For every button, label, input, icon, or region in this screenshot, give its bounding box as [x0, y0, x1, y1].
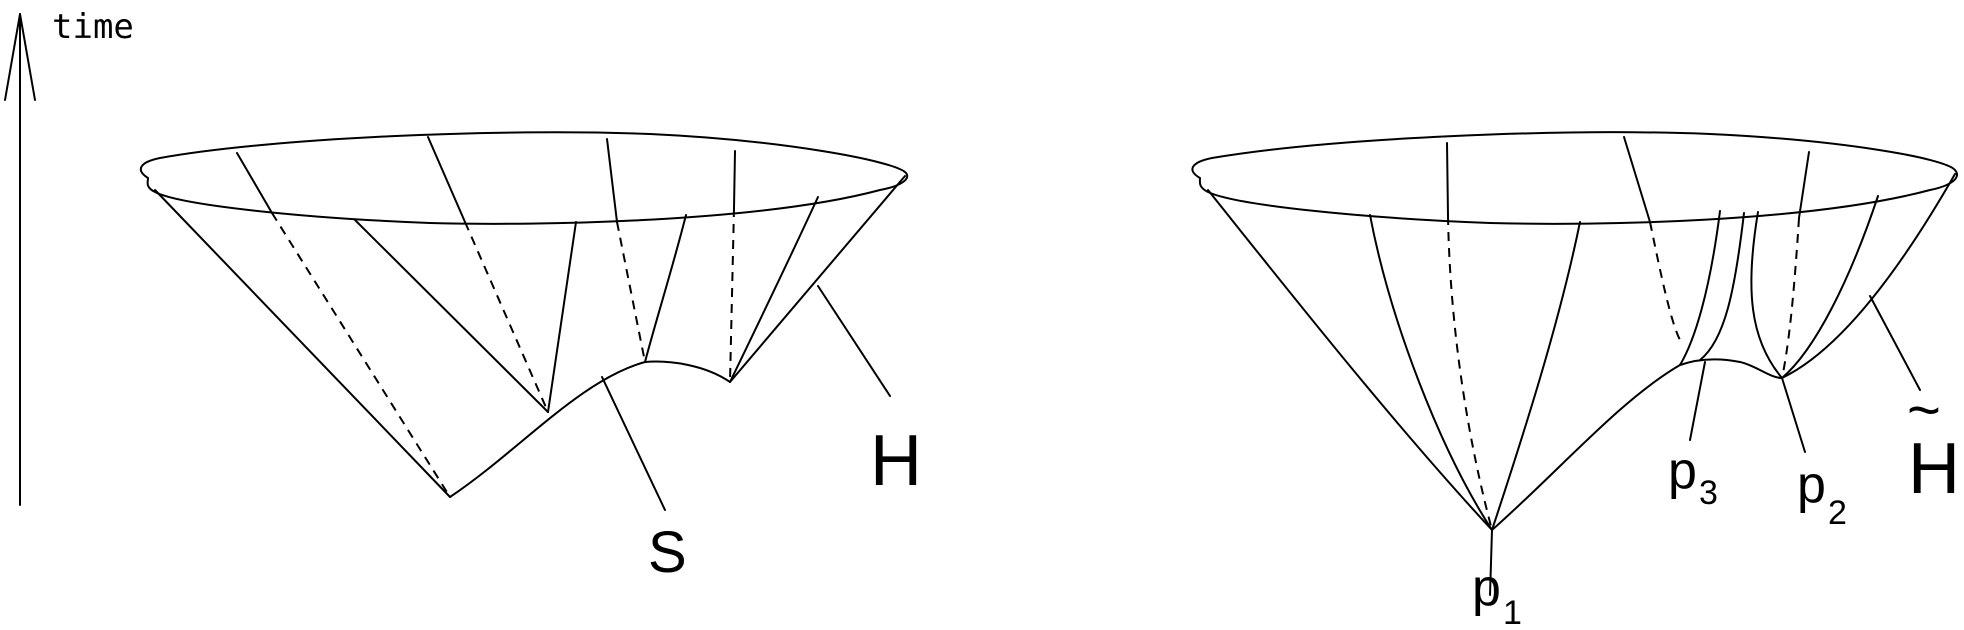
- right-generator-back: [1623, 136, 1651, 223]
- time-axis-arrowhead: [4, 13, 36, 101]
- left-generator-back: [236, 152, 273, 214]
- right-p2-label: p: [1797, 456, 1826, 514]
- right-generator-front: [1679, 210, 1721, 366]
- right-generator-front: [1750, 211, 1783, 379]
- right-silhouette-left: [1207, 189, 1493, 531]
- left-generator-back: [733, 150, 736, 209]
- right-generator-front: [1491, 221, 1581, 531]
- left-hidden-generator: [729, 207, 735, 383]
- right-silhouette-right: [1781, 173, 1956, 379]
- right-surface: [1191, 131, 1958, 596]
- left-generator-front: [547, 221, 577, 413]
- left-surface: [139, 131, 909, 511]
- right-hidden-generator: [1649, 221, 1681, 341]
- right-generator-back: [1446, 142, 1449, 217]
- right-p3-label: p: [1668, 442, 1697, 500]
- left-generator-front: [354, 219, 549, 413]
- right-p1-label: p: [1472, 559, 1501, 617]
- right-p2-leader-line: [1781, 377, 1806, 453]
- time-axis-label: time: [52, 7, 134, 47]
- right-p3-leader-line: [1689, 361, 1706, 441]
- left-bottom-curve: [449, 360, 731, 498]
- time-axis: time: [4, 7, 134, 506]
- right-generator-front: [1781, 195, 1879, 379]
- right-generator-front: [1699, 212, 1745, 361]
- right-generator-front: [1369, 214, 1493, 531]
- left-hidden-generator: [271, 212, 451, 498]
- right-p1-leader-line: [1489, 529, 1493, 596]
- left-H-label: H: [870, 421, 922, 501]
- left-generator-front: [644, 214, 687, 363]
- right-p2-subscript: 2: [1828, 494, 1847, 532]
- right-H-tilde: ~: [1907, 378, 1941, 443]
- left-generator-front: [729, 196, 819, 383]
- right-p3-subscript: 3: [1699, 474, 1718, 512]
- left-rim-ellipse: [139, 131, 909, 225]
- right-p1-subscript: 1: [1503, 594, 1522, 630]
- right-bottom-curve: [1491, 358, 1783, 531]
- right-generator-back: [1798, 151, 1810, 219]
- left-hidden-generator: [464, 221, 549, 413]
- left-H-leader-line: [817, 285, 891, 397]
- left-hidden-generator: [616, 221, 646, 363]
- right-H-label: H: [1908, 429, 1960, 509]
- left-silhouette-left: [154, 189, 451, 498]
- right-rim-ellipse: [1191, 131, 1958, 225]
- left-generator-back: [427, 136, 466, 223]
- right-hidden-generator: [1447, 215, 1493, 531]
- left-S-leader-line: [601, 376, 666, 511]
- left-silhouette-right: [729, 175, 906, 383]
- left-S-label: S: [648, 520, 687, 585]
- right-H-leader-line: [1869, 295, 1921, 391]
- left-generator-back: [606, 138, 618, 223]
- right-hidden-generator: [1781, 217, 1800, 379]
